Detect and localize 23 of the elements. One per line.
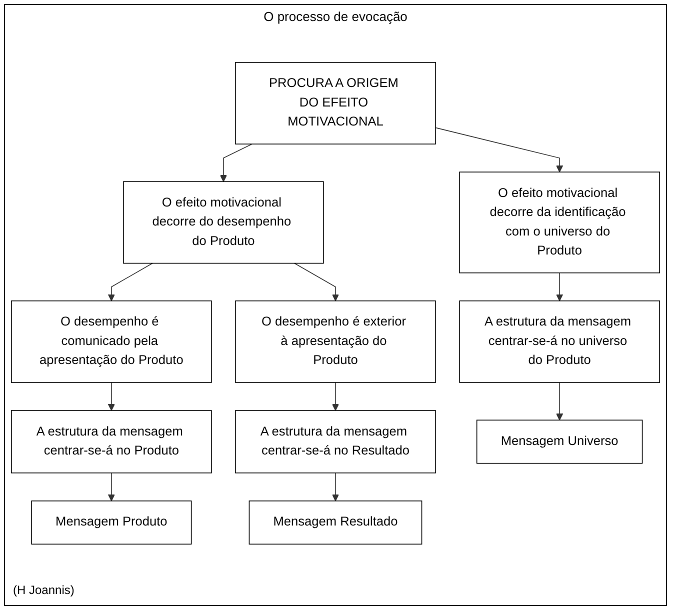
arrow bbox=[294, 263, 340, 302]
arrow bbox=[108, 263, 153, 302]
arrow bbox=[332, 472, 340, 502]
node-box: O desempenho é exterior à apresentação do Produto bbox=[235, 300, 436, 384]
source-note: (H Joannis) bbox=[13, 583, 74, 597]
arrow bbox=[435, 128, 564, 173]
node-box: O desempenho é comunicado pela apresentação do Produto bbox=[11, 300, 212, 384]
arrow bbox=[556, 272, 564, 302]
arrow bbox=[108, 382, 115, 412]
node-box: Mensagem Produto bbox=[31, 500, 192, 545]
arrow bbox=[220, 144, 252, 182]
arrow bbox=[332, 382, 340, 412]
node-box: A estrutura da mensagem centrar-se-á no Produto bbox=[11, 410, 212, 474]
node-box: O efeito motivacional decorre da identificação com o universo do Produto bbox=[459, 172, 660, 274]
node-box: Mensagem Resultado bbox=[248, 500, 422, 545]
node-box: O efeito motivacional decorre do desempenho do Produto bbox=[123, 181, 324, 264]
node-box: A estrutura da mensagem centrar-se-á no Resultado bbox=[235, 410, 436, 474]
diagram-title: O processo de evocação bbox=[264, 9, 408, 24]
node-box: PROCURA A ORIGEM DO EFEITO MOTIVACIONAL bbox=[235, 62, 436, 145]
node-box: Mensagem Universo bbox=[476, 420, 643, 464]
arrow bbox=[556, 382, 564, 421]
arrow bbox=[108, 472, 115, 502]
node-box: A estrutura da mensagem centrar-se-á no universo do Produto bbox=[459, 300, 660, 384]
